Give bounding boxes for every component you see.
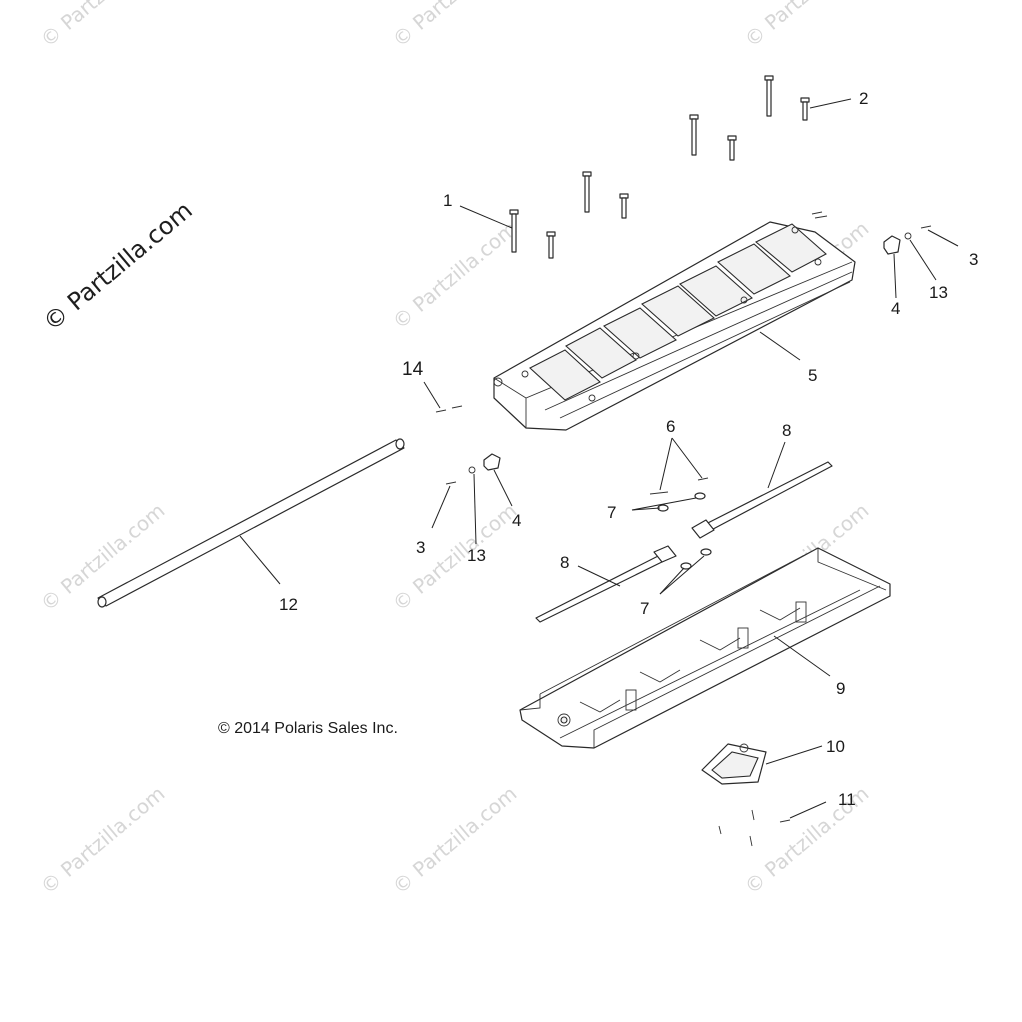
callout-11: 11	[838, 790, 856, 809]
watermark-tile: © Partzilla.com	[36, 781, 170, 899]
callout-2: 2	[859, 89, 868, 108]
callouts: 1 2 3 3 4 4 5 6 7 7 8 8 9 10 11 12 13 13…	[279, 89, 978, 809]
callout-8: 8	[782, 421, 791, 440]
screw-short	[619, 193, 629, 219]
storage-tray-base	[519, 547, 891, 749]
callout-10: 10	[826, 737, 845, 756]
nuts-7	[657, 492, 712, 570]
copyright-notice: © 2014 Polaris Sales Inc.	[218, 720, 398, 737]
callout-14: 14	[402, 359, 424, 380]
watermark-tile: © Partzilla.com	[388, 498, 522, 616]
screw-long	[509, 209, 519, 253]
callout-8: 8	[560, 553, 569, 572]
watermark-tile: © Partzilla.com	[388, 0, 522, 52]
screw-long	[764, 75, 774, 117]
watermark-tile: © Partzilla.com	[388, 781, 522, 899]
callout-1: 1	[443, 191, 452, 210]
watermark-tile: © Partzilla.com	[36, 0, 170, 52]
long-rod	[97, 438, 405, 608]
latch-plate	[701, 743, 767, 785]
leader-lines	[239, 98, 959, 819]
screw-short	[546, 231, 556, 259]
strap-rod-lower	[535, 545, 677, 623]
watermark-tile: © Partzilla.com	[740, 0, 874, 52]
callout-13: 13	[467, 546, 486, 565]
screws-11	[718, 809, 791, 847]
callout-7: 7	[607, 503, 616, 522]
strap-rod-upper	[691, 461, 833, 539]
brand-watermark: © Partzilla.com	[38, 196, 198, 336]
screw-long	[689, 114, 699, 156]
seat-pads	[529, 223, 827, 401]
latch-mid-left	[445, 453, 501, 485]
callout-3: 3	[969, 250, 978, 269]
callout-12: 12	[279, 595, 298, 614]
callout-3: 3	[416, 538, 425, 557]
latch-upper-right	[883, 225, 932, 255]
small-pins-6	[649, 477, 709, 495]
callout-6: 6	[666, 417, 675, 436]
screw-long	[582, 171, 592, 213]
callout-4: 4	[512, 511, 521, 530]
pin-pair-14	[435, 405, 463, 413]
callout-5: 5	[808, 366, 817, 385]
callout-13: 13	[929, 283, 948, 302]
screw-short	[727, 135, 737, 161]
callout-9: 9	[836, 679, 845, 698]
callout-4: 4	[891, 299, 900, 318]
screws-group	[509, 75, 828, 259]
screw-short	[800, 97, 810, 121]
seat-top-tray	[493, 221, 856, 431]
watermark-tile: © Partzilla.com	[388, 216, 522, 334]
callout-7: 7	[640, 599, 649, 618]
pin-pair	[811, 211, 828, 219]
